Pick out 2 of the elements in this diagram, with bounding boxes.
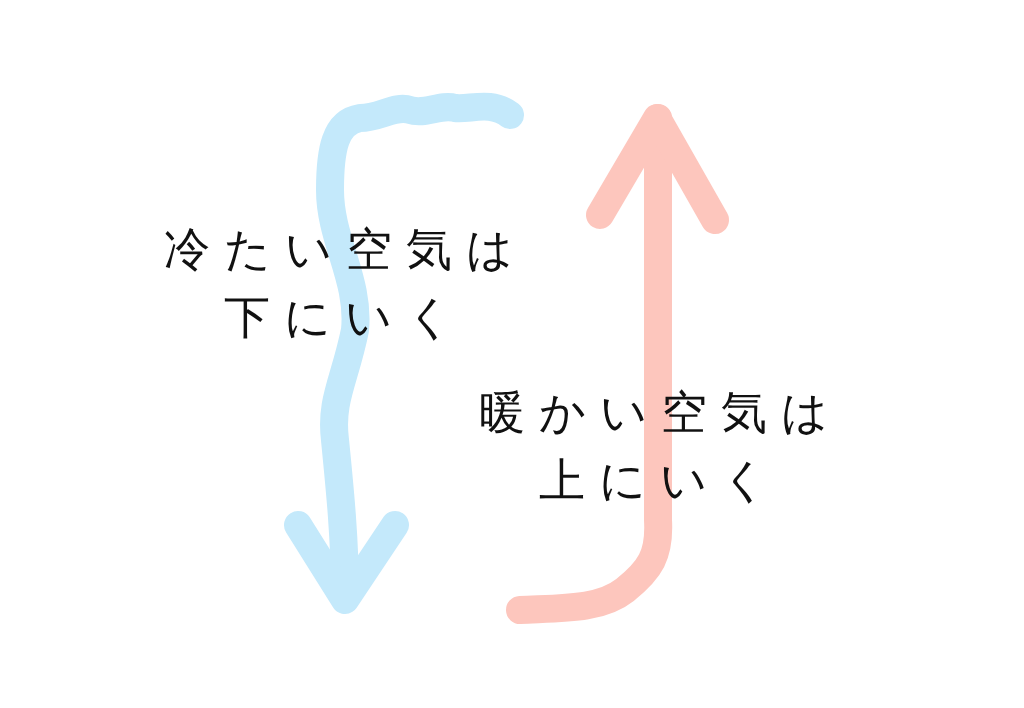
annotation-text: 冷たい空気は下にいく xyxy=(162,221,528,346)
annotation-text: 暖かい空気は上にいく xyxy=(477,384,843,509)
